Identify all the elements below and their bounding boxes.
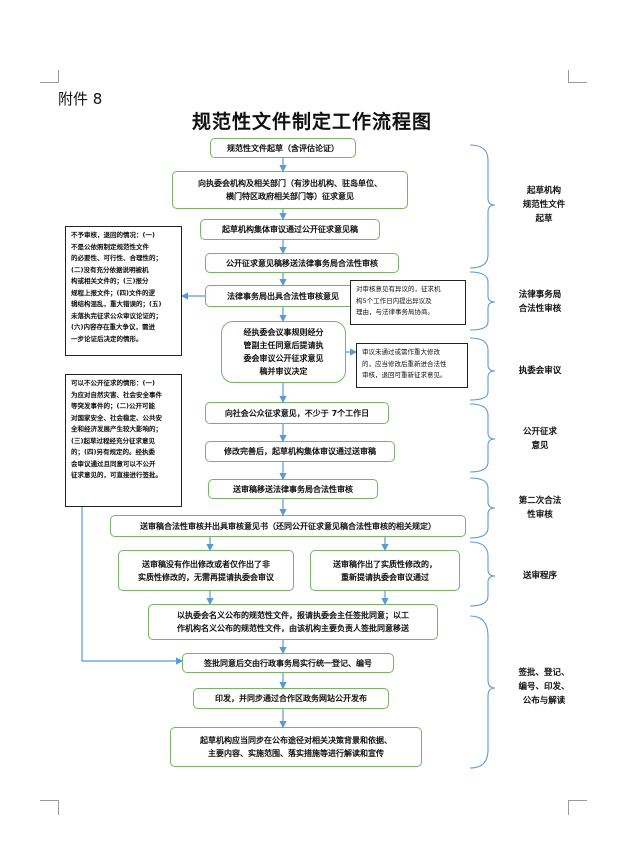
page-title: 规范性文件制定工作流程图 [191,111,432,133]
flow-step-legal-opinion: 法律事务局出具合法性审核意见 [205,285,361,307]
brace-g3 [469,337,496,401]
brace-g6 [469,541,496,607]
brace-g7 [469,615,496,769]
flow-step-transfer-legal: 公开征求意见稿移送法律事务局合法性审核 [205,253,399,273]
link-note4-s13 [81,507,184,665]
flow-step-legal-review-opinion: 送审稿合法性审核并出具审核意见书（还同公开征求意见稿合法性审核的相关规定） [110,515,466,537]
flow-step-register-number: 签批同意后交由行政事务局实行统一登记、编号 [182,653,394,673]
brace-g5 [469,477,496,539]
flow-step-collective-review-draft: 起草机构集体审议通过公开征求意见稿 [200,219,380,240]
corner-mark-top-right [568,70,587,83]
note-objection-handling: 对审核意见有异议的，征求机 构5个工作日内提出异议及 理由，与法律事务局协商。 [350,280,466,325]
stage-label-publication: 签批、登记、 编号、印发、 公布与解读 [518,668,570,706]
note-return-conditions: 不予审核，退回的情况：(一) 不是公依照制定规范性文件 的必要性、可行性、合理性… [65,226,182,356]
flow-step-major-revision: 送审稿作出了实质性修改的， 重新提请执委会审议通过 [310,550,460,591]
flow-step-transfer-review-draft: 送审稿移送法律事务局合法性审核 [208,479,378,499]
attachment-label: 附件 8 [58,90,103,108]
flow-step-draft: 规范性文件起草（含评估论证） [210,138,356,158]
stage-label-drafting: 起草机构 规范性文件 起草 [522,186,566,224]
flow-step-sign-approve: 以执委会名义公布的规范性文件，报请执委会主任签批同意；以工 作机构名义公布的规范… [148,604,438,640]
flow-step-interpretation: 起草机构应当同步在公布途径对相关决策背景和依据、 主要内容、实施范围、落实措施等… [170,727,422,767]
stage-label-second-legal-review: 第二次合法 性审核 [518,496,562,520]
flow-step-solicit-departments: 向执委会机构及相关部门（有涉出机构、驻岛单位、 横门特区政府相关部门等）征求意见 [172,171,408,209]
stage-label-public-consultation: 公开征求 意见 [522,427,557,451]
corner-mark-bottom-left [40,800,59,815]
brace-g2 [469,271,496,331]
flow-step-publish: 印发，并同步通过合作区政务网站公开发布 [193,688,389,709]
stage-label-legal-review: 法律事务局 合法性审核 [518,290,562,314]
flow-step-public-consultation: 向社会公众征求意见，不少于 7个工作日 [205,402,389,424]
stage-label-submission: 送审程序 [522,571,557,581]
brace-g1 [469,144,496,269]
corner-mark-bottom-right [568,800,587,815]
flow-step-revise-approve: 修改完善后，起草机构集体审议通过送审稿 [205,441,395,462]
stage-label-committee: 执委会审议 [518,366,562,376]
note-committee-rejection: 审议未通过或需作重大修改 的，应当修改后重新进合法性 审核，退回可重新征求意见。 [356,343,468,388]
note-no-public-consultation: 可以不公开征求的情形：(一) 为应对自然灾害、社会安全事件 等突发事件的；(二)… [65,374,182,507]
brace-g4 [469,403,496,473]
corner-mark-top-left [40,70,59,83]
flow-step-committee-review: 经执委会议事规则经分 管副主任同意后提请执 委会审议公开征求意见 稿并审议决定 [221,321,346,383]
flow-step-minor-revision: 送审稿没有作出修改或者仅作出了非 实质性修改的，无需再提请执委会审议 [118,550,294,591]
